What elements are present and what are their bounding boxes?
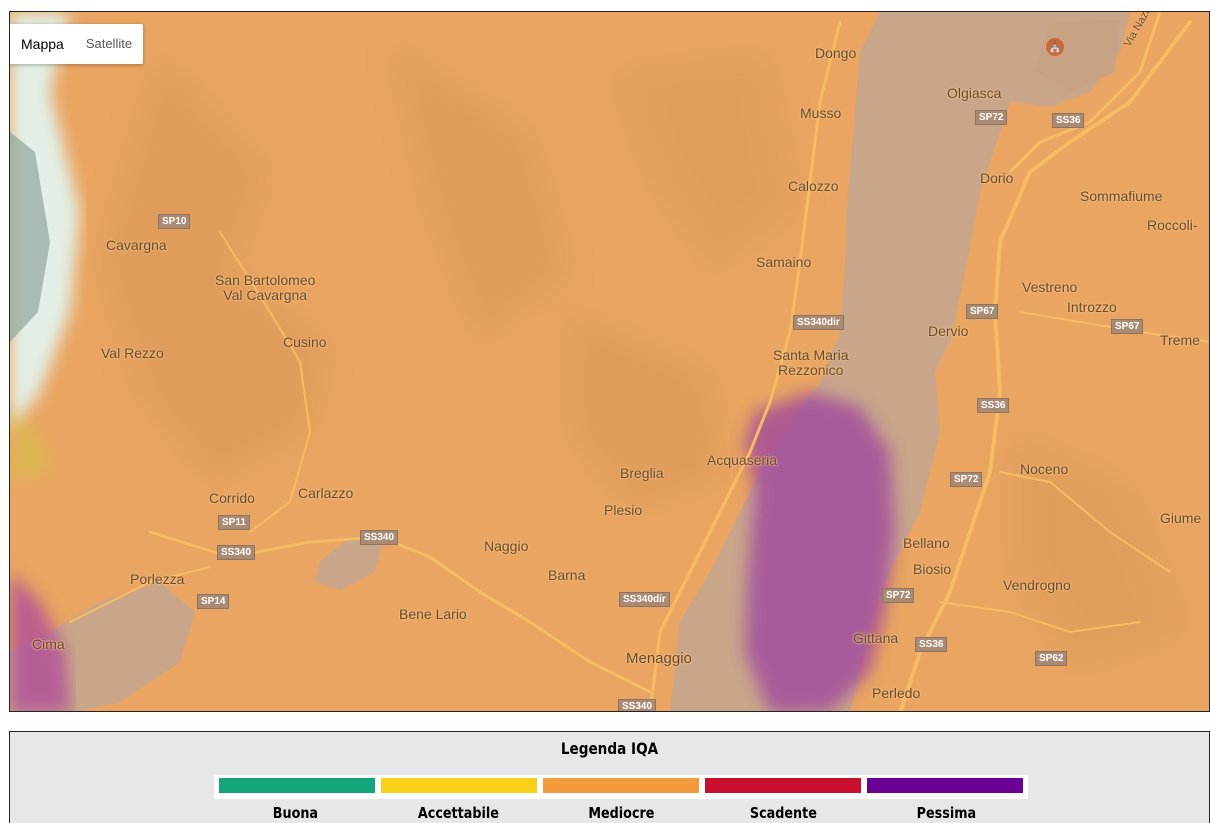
- road-shield: SS36: [1052, 113, 1085, 128]
- place-label: Cusino: [283, 334, 327, 350]
- place-label: Barna: [548, 567, 586, 583]
- place-label: Plesio: [604, 502, 643, 518]
- place-label: Gittana: [853, 630, 899, 646]
- place-label: Breglia: [620, 465, 664, 481]
- place-label: Cavargna: [106, 237, 167, 253]
- landmark-icon[interactable]: ⛪: [1046, 38, 1064, 56]
- road-shield: SP72: [882, 588, 915, 603]
- map-type-satellite-button[interactable]: Satellite: [85, 36, 133, 51]
- place-label: Dongo: [815, 45, 857, 61]
- road-shield: SS340dir: [793, 315, 844, 330]
- legend-labels: Buona Accettabile Mediocre Scadente Pess…: [214, 804, 1028, 822]
- legend-swatch-mediocre: [543, 778, 699, 793]
- place-label: Perledo: [872, 685, 921, 701]
- legend-label-mediocre: Mediocre: [587, 804, 655, 822]
- place-label: Dorio: [980, 170, 1014, 186]
- place-label: Corrido: [209, 490, 255, 506]
- outside-coverage: [10, 12, 80, 482]
- legend-swatch-accettabile: [381, 778, 537, 793]
- road-shield: SP72: [950, 472, 983, 487]
- place-label: Biosio: [913, 561, 952, 577]
- place-label: Calozzo: [788, 178, 839, 194]
- road-shield: SS340: [217, 545, 256, 560]
- place-label: Carlazzo: [298, 485, 354, 501]
- place-label: Naggio: [484, 538, 529, 554]
- road-shield: SP11: [218, 515, 250, 530]
- pollution-overlay: [10, 392, 895, 711]
- legend-label-scadente: Scadente: [750, 804, 818, 822]
- iqa-legend: Legenda IQA Buona Accettabile Mediocre S…: [9, 731, 1210, 823]
- road-shield: SP67: [966, 304, 999, 319]
- relief-shading: [100, 42, 1190, 672]
- legend-swatch-pessima: [867, 778, 1023, 793]
- place-label: Olgiasca: [947, 85, 1002, 101]
- place-label: Bene Lario: [399, 606, 467, 622]
- place-label: Val Rezzo: [101, 345, 164, 361]
- road-shield: SS36: [977, 398, 1010, 413]
- place-label: Vestreno: [1022, 279, 1078, 295]
- legend-label-accettabile: Accettabile: [417, 804, 499, 822]
- road-shield: SS340dir: [619, 592, 670, 607]
- legend-color-scale: [214, 775, 1028, 799]
- map-type-control: Mappa Satellite: [10, 24, 144, 64]
- map-terrain: [10, 12, 1209, 711]
- place-label: Cima: [32, 636, 65, 652]
- legend-swatch-scadente: [705, 778, 861, 793]
- place-label: Acquaseria: [707, 452, 778, 468]
- road-shield: SS340: [618, 699, 657, 711]
- air-quality-map[interactable]: Mappa Satellite ⛪ Dongo Olgiasca Musso D…: [9, 11, 1210, 712]
- map-type-mappa-button[interactable]: Mappa: [21, 36, 64, 52]
- road-shield: SP67: [1111, 319, 1144, 334]
- place-label: Porlezza: [130, 571, 185, 587]
- road-shield: SP62: [1035, 651, 1068, 666]
- place-label: Dervio: [928, 323, 969, 339]
- road-shield: SS340: [360, 530, 399, 545]
- roads: [69, 12, 1209, 711]
- road-shield: SP14: [197, 594, 230, 609]
- road-shield: SP10: [158, 214, 191, 229]
- place-label: Roccoli-: [1147, 217, 1198, 233]
- place-label: Samaino: [756, 254, 812, 270]
- place-label: Sommafiume: [1080, 188, 1163, 204]
- place-label: Bellano: [903, 535, 950, 551]
- place-label: Vendrogno: [1003, 577, 1071, 593]
- place-label: Giume: [1160, 510, 1202, 526]
- place-label: Treme: [1160, 332, 1200, 348]
- road-shield: SP72: [975, 110, 1008, 125]
- legend-label-buona: Buona: [272, 804, 319, 822]
- place-label: Noceno: [1020, 461, 1069, 477]
- legend-label-pessima: Pessima: [916, 804, 977, 822]
- legend-swatch-buona: [219, 778, 375, 793]
- place-label: Introzzo: [1067, 299, 1117, 315]
- place-label: Musso: [800, 105, 842, 121]
- legend-title: Legenda IQA: [560, 739, 659, 758]
- place-label: Menaggio: [626, 650, 692, 667]
- road-shield: SS36: [915, 637, 948, 652]
